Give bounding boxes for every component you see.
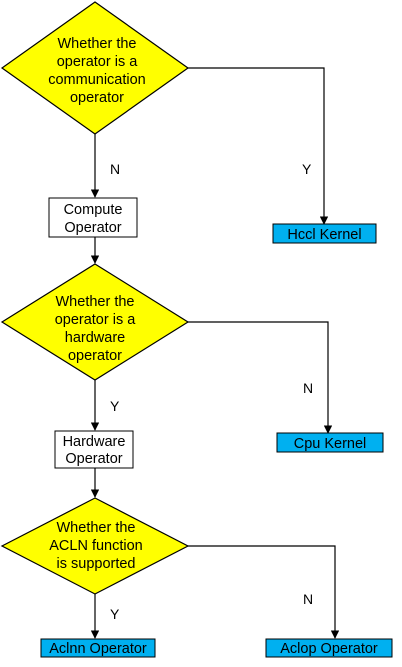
edge-d2-no-label: N: [303, 380, 313, 396]
process-compute-operator-line-2: Operator: [64, 220, 121, 236]
edge-d1-no-label: N: [110, 161, 120, 177]
target-aclnn-operator-label: Aclnn Operator: [49, 641, 147, 657]
edge-d2-no: [188, 321, 333, 434]
edge-d1-yes: [188, 67, 329, 225]
decision-hardware-operator-line-4: operator: [68, 348, 122, 364]
decision-communication-operator-line-4: operator: [70, 90, 124, 106]
edge-d3-yes-label: Y: [110, 606, 120, 622]
process-hardware-operator: [54, 430, 134, 469]
edge-d3-no: [188, 545, 340, 639]
edge-d2-yes-label: Y: [110, 398, 120, 414]
edge-d3-no-label: N: [303, 591, 313, 607]
decision-hardware-operator-line-2: operator is a: [55, 312, 137, 328]
decision-communication-operator-line-1: Whether the: [58, 36, 137, 52]
target-hccl-kernel-label: Hccl Kernel: [287, 227, 361, 243]
process-hardware-operator-line-2: Operator: [65, 451, 122, 467]
edge-d1-yes-label: Y: [302, 161, 312, 177]
decision-hardware-operator-line-1: Whether the: [56, 294, 135, 310]
decision-communication-operator-line-2: operator is a: [57, 54, 139, 70]
target-aclop-operator: [265, 638, 393, 658]
target-aclop-operator-label: Aclop Operator: [280, 641, 378, 657]
process-compute-operator: [48, 197, 138, 238]
decision-communication-operator-line-3: communication: [48, 72, 146, 88]
target-cpu-kernel-label: Cpu Kernel: [294, 436, 367, 452]
target-hccl-kernel: [272, 223, 377, 244]
process-compute-operator-line-1: Compute: [64, 202, 123, 218]
decision-acln-supported-line-2: ACLN function: [49, 538, 143, 554]
decision-acln-supported-line-3: is supported: [57, 556, 136, 572]
decision-hardware-operator-line-3: hardware: [65, 330, 125, 346]
process-hardware-operator-line-1: Hardware: [63, 434, 126, 450]
decision-acln-supported-line-1: Whether the: [57, 520, 136, 536]
target-aclnn-operator: [40, 638, 156, 658]
target-cpu-kernel: [276, 432, 384, 453]
